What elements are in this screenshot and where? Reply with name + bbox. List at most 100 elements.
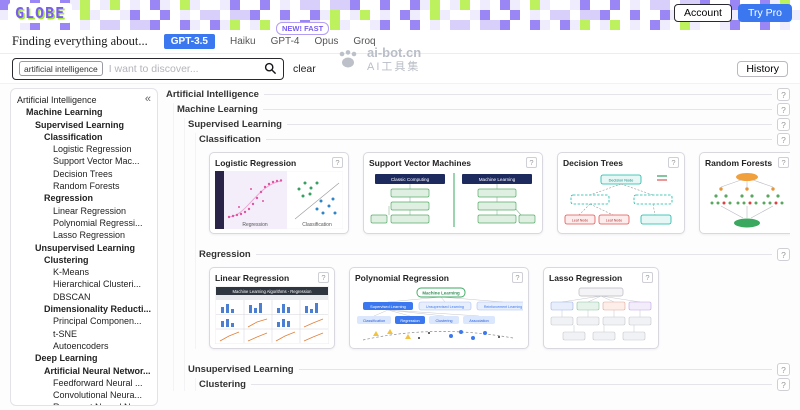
card-logistic-regression[interactable]: Logistic Regression ? bbox=[209, 152, 349, 234]
card-polynomial-regression[interactable]: Polynomial Regression ? bbox=[349, 267, 529, 349]
random-forests-thumbnail bbox=[705, 171, 789, 229]
linear-regression-thumbnail: Machine Learning Algorithms - Regression bbox=[215, 286, 329, 344]
card-title: Polynomial Regression bbox=[355, 272, 449, 283]
sidebar-item[interactable]: Dimensionality Reducti... bbox=[44, 304, 152, 315]
section-label: Artificial Intelligence bbox=[166, 89, 259, 100]
sidebar-item[interactable]: Artificial Intelligence bbox=[17, 95, 97, 105]
section-label: Machine Learning bbox=[177, 104, 258, 115]
lasso-regression-thumbnail bbox=[549, 286, 653, 344]
section-label: Unsupervised Learning bbox=[188, 364, 294, 375]
card-random-forests[interactable]: Random Forests ? bbox=[699, 152, 790, 234]
help-icon[interactable]: ? bbox=[777, 103, 790, 116]
clear-button[interactable]: clear bbox=[293, 62, 316, 75]
sidebar-item[interactable]: Autoencoders bbox=[53, 340, 109, 351]
help-icon[interactable]: ? bbox=[777, 378, 790, 391]
content: Artificial Intelligence ? Machine Learni… bbox=[166, 88, 790, 410]
sidebar-item[interactable]: Principal Componen... bbox=[53, 316, 142, 327]
sidebar-item[interactable]: Recurrent Neural Ne... bbox=[15, 401, 153, 405]
help-icon[interactable]: ? bbox=[318, 272, 329, 283]
account-button[interactable]: Account bbox=[674, 4, 732, 22]
section-classification: Classification ? bbox=[199, 133, 790, 234]
help-icon[interactable]: ? bbox=[778, 157, 790, 168]
logo[interactable]: GLOBE bbox=[8, 3, 73, 23]
sidebar-item[interactable]: Regression bbox=[44, 193, 94, 204]
model-tab-groq[interactable]: Groq bbox=[353, 36, 376, 47]
thumb-label: Leaf Node bbox=[606, 218, 623, 222]
help-icon[interactable]: ? bbox=[777, 248, 790, 261]
sidebar-item[interactable]: Deep Learning bbox=[35, 353, 98, 364]
sidebar-item[interactable]: Hierarchical Clusteri... bbox=[53, 279, 142, 290]
help-icon[interactable]: ? bbox=[668, 157, 679, 168]
finding-label: Finding everything about... bbox=[12, 34, 148, 48]
help-icon[interactable]: ? bbox=[777, 118, 790, 131]
help-icon[interactable]: ? bbox=[642, 272, 653, 283]
sidebar-item[interactable]: DBSCAN bbox=[53, 291, 91, 302]
thumb-label: Machine Learning bbox=[422, 290, 460, 295]
try-pro-button[interactable]: Try Pro bbox=[737, 4, 792, 22]
thumb-label: Leaf Node bbox=[572, 218, 589, 222]
sidebar-item[interactable]: Lasso Regression bbox=[53, 230, 126, 241]
thumb-label: Reinforcement Learning bbox=[484, 305, 522, 309]
section-label: Clustering bbox=[199, 379, 246, 390]
model-tab-haiku[interactable]: Haiku bbox=[230, 36, 256, 47]
search-input[interactable] bbox=[108, 62, 258, 75]
search-row: artificial intelligence clear History bbox=[0, 54, 800, 84]
sidebar-item[interactable]: Logistic Regression bbox=[53, 144, 132, 155]
search-icon[interactable] bbox=[264, 62, 277, 75]
section-supervised-learning: Supervised Learning ? Classification bbox=[188, 118, 790, 349]
thumb-label: Machine Learning Algorithms - Regression bbox=[233, 289, 313, 294]
sidebar-item[interactable]: Unsupervised Learning bbox=[35, 242, 136, 253]
sidebar-item[interactable]: Random Forests bbox=[53, 181, 120, 192]
thumb-label: Unsupervised Learning bbox=[426, 305, 464, 309]
sidebar-item[interactable]: Clustering bbox=[44, 254, 89, 265]
new-fast-badge: NEW! FAST bbox=[276, 22, 330, 35]
history-button[interactable]: History bbox=[737, 60, 788, 77]
sidebar-item[interactable]: Support Vector Mac... bbox=[53, 156, 140, 167]
polynomial-regression-thumbnail: Machine Learning Supervised Learning Uns… bbox=[355, 286, 523, 344]
sidebar-item[interactable]: Machine Learning bbox=[26, 107, 103, 118]
thumb-label: Machine Learning bbox=[479, 177, 516, 182]
sidebar-item[interactable]: Feedforward Neural ... bbox=[53, 377, 143, 388]
section-divider bbox=[262, 109, 772, 110]
sidebar-item[interactable]: Artificial Neural Networ... bbox=[44, 365, 151, 376]
thumb-label: Classic Computing bbox=[391, 177, 430, 182]
sidebar-item[interactable]: Supervised Learning bbox=[35, 119, 125, 130]
model-selector: GPT-3.5 Haiku GPT-4 Opus Groq bbox=[163, 34, 376, 49]
help-icon[interactable]: ? bbox=[777, 133, 790, 146]
help-icon[interactable]: ? bbox=[526, 157, 537, 168]
card-support-vector-machines[interactable]: Support Vector Machines ? bbox=[363, 152, 543, 234]
sidebar-item[interactable]: t-SNE bbox=[53, 328, 78, 339]
card-lasso-regression[interactable]: Lasso Regression ? bbox=[543, 267, 659, 349]
classification-cards-row: Logistic Regression ? bbox=[209, 152, 790, 234]
section-artificial-intelligence: Artificial Intelligence ? Machine Learni… bbox=[166, 88, 790, 391]
thumb-label: Classification bbox=[363, 319, 385, 323]
search-box[interactable]: artificial intelligence bbox=[12, 57, 284, 80]
card-title: Lasso Regression bbox=[549, 272, 623, 283]
help-icon[interactable]: ? bbox=[512, 272, 523, 283]
help-icon[interactable]: ? bbox=[777, 88, 790, 101]
sidebar-item[interactable]: Decision Trees bbox=[53, 168, 113, 179]
thumb-label: Regression bbox=[400, 319, 419, 323]
section-divider bbox=[298, 369, 772, 370]
sidebar-item[interactable]: Polynomial Regressi... bbox=[53, 217, 143, 228]
model-tab-gpt4[interactable]: GPT-4 bbox=[270, 36, 300, 47]
sidebar-item[interactable]: Linear Regression bbox=[53, 205, 127, 216]
sidebar-item[interactable]: K-Means bbox=[53, 267, 90, 278]
card-decision-trees[interactable]: Decision Trees ? bbox=[557, 152, 685, 234]
section-label: Supervised Learning bbox=[188, 119, 282, 130]
section-clustering: Clustering ? bbox=[199, 378, 790, 391]
thumb-label: Clustering bbox=[435, 319, 452, 323]
help-icon[interactable]: ? bbox=[332, 157, 343, 168]
sidebar-item[interactable]: Convolutional Neura... bbox=[53, 390, 143, 401]
sidebar-item[interactable]: Classification bbox=[44, 131, 103, 142]
query-tag[interactable]: artificial intelligence bbox=[19, 61, 103, 76]
model-tab-gpt35[interactable]: GPT-3.5 bbox=[163, 34, 215, 49]
card-linear-regression[interactable]: Linear Regression ? bbox=[209, 267, 335, 349]
section-divider bbox=[250, 384, 772, 385]
collapse-sidebar-icon[interactable]: « bbox=[144, 93, 151, 105]
help-icon[interactable]: ? bbox=[777, 363, 790, 376]
model-tab-opus[interactable]: Opus bbox=[314, 36, 339, 47]
